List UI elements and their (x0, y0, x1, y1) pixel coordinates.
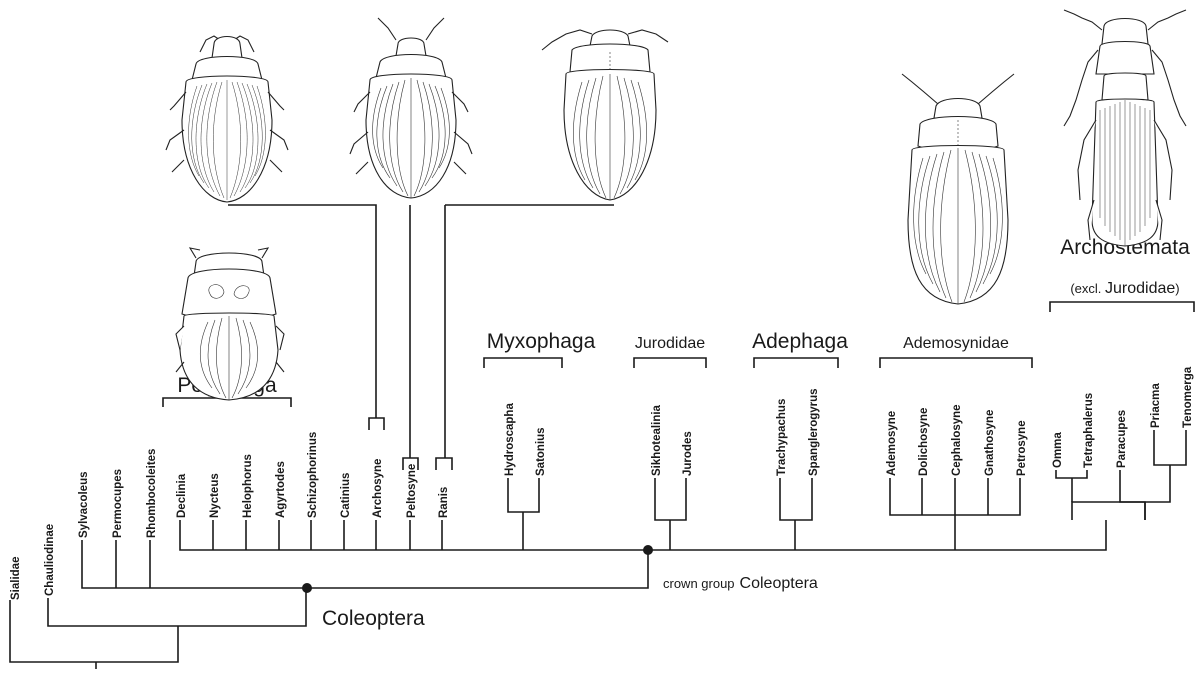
chauliodinae-coleoptera-branch (48, 588, 306, 626)
jurodidae-bracket (634, 358, 706, 368)
archostemata-clade (1072, 502, 1145, 520)
ranis-bracket (436, 458, 452, 470)
omma-tetraphalerus-clade (1056, 470, 1087, 478)
taxon-label-sikhotealinia: Sikhotealinia (651, 404, 663, 476)
jurodidae-clade (655, 478, 686, 520)
taxon-label-omma: Omma (1052, 432, 1064, 468)
clade-label-crown-group: crown group Coleoptera (663, 575, 818, 592)
taxon-label-spanglerogyrus: Spanglerogyrus (808, 388, 820, 476)
taxon-label-petrosyne: Petrosyne (1016, 420, 1028, 476)
crown-name: Coleoptera (740, 575, 818, 592)
clade-label-adephaga: Adephaga (752, 330, 848, 353)
taxon-label-chauliodinae: Chauliodinae (44, 524, 56, 596)
adephaga-clade (780, 478, 812, 520)
taxon-label-ademosyne: Ademosyne (886, 411, 898, 476)
taxon-label-satonius: Satonius (535, 427, 547, 476)
archosyne-bracket (369, 418, 384, 430)
priacma-tenomerga-clade (1154, 430, 1186, 465)
taxon-label-peltosyne: Peltosyne (406, 464, 418, 518)
root-branch (10, 600, 178, 662)
taxon-label-dolichosyne: Dolichosyne (918, 408, 930, 476)
excl-name: Jurodidae (1105, 280, 1175, 297)
beetle-illustration-archostemata (1064, 10, 1186, 246)
taxon-label-nycteus: Nycteus (209, 473, 221, 518)
taxon-label-rhombocoleites: Rhombocoleites (146, 449, 158, 538)
clade-label-jurodidae: Jurodidae (635, 335, 705, 352)
clade-label-ademosynidae: Ademosynidae (903, 335, 1009, 352)
taxon-label-helophorus: Helophorus (242, 454, 254, 518)
clade-label-coleoptera: Coleoptera (322, 607, 425, 630)
taxon-label-jurodes: Jurodes (682, 431, 694, 476)
paracupes-group (1120, 465, 1170, 502)
taxon-label-paracupes: Paracupes (1116, 410, 1128, 468)
crown-node (643, 545, 653, 555)
taxon-label-tenomerga: Tenomerga (1182, 366, 1194, 428)
taxon-label-trachypachus: Trachypachus (776, 399, 788, 476)
coleoptera-node (302, 583, 312, 593)
coleoptera-branch (82, 540, 648, 588)
excl-prefix: (excl. (1070, 281, 1105, 296)
excl-suffix: ) (1175, 281, 1179, 296)
taxon-label-cephalosyne: Cephalosyne (951, 404, 963, 476)
beetle-illustration-scarab (176, 248, 284, 400)
adephaga-bracket (754, 358, 838, 368)
taxon-label-tetraphalerus: Tetraphalerus (1083, 393, 1095, 468)
beetle-illustration-ranis (542, 30, 668, 200)
beetle-illustration-peltosyne (350, 18, 472, 198)
taxon-label-permocupes: Permocupes (112, 469, 124, 538)
taxon-labels: Sialidae Chauliodinae Sylvacoleus Permoc… (10, 366, 1194, 600)
archostemata-bracket (1050, 302, 1194, 312)
beetle-illustration-ademosynidae (902, 74, 1014, 304)
taxon-label-archosyne: Archosyne (372, 459, 384, 518)
taxon-label-priacma: Priacma (1150, 383, 1162, 428)
crown-backbone (180, 520, 1106, 550)
taxon-label-catinius: Catinius (340, 473, 352, 518)
taxon-label-sylvacoleus: Sylvacoleus (78, 472, 90, 538)
crown-prefix: crown group (663, 576, 735, 591)
myxophaga-clade (508, 478, 539, 512)
clade-label-excl-jurodidae: (excl. Jurodidae) (1070, 280, 1179, 297)
taxon-label-gnathosyne: Gnathosyne (984, 410, 996, 476)
taxon-label-agyrtodes: Agyrtodes (275, 461, 287, 518)
beetle-illustration-archosyne (166, 36, 288, 202)
taxon-label-schizophorinus: Schizophorinus (307, 432, 319, 518)
taxon-label-sialidae: Sialidae (10, 557, 22, 600)
myxophaga-bracket (484, 358, 562, 368)
clade-label-myxophaga: Myxophaga (487, 330, 596, 353)
ademosynidae-bracket (880, 358, 1032, 368)
taxon-label-ranis: Ranis (438, 487, 450, 518)
taxon-label-declinia: Declinia (176, 473, 188, 518)
taxon-label-hydroscapha: Hydroscapha (504, 403, 516, 476)
